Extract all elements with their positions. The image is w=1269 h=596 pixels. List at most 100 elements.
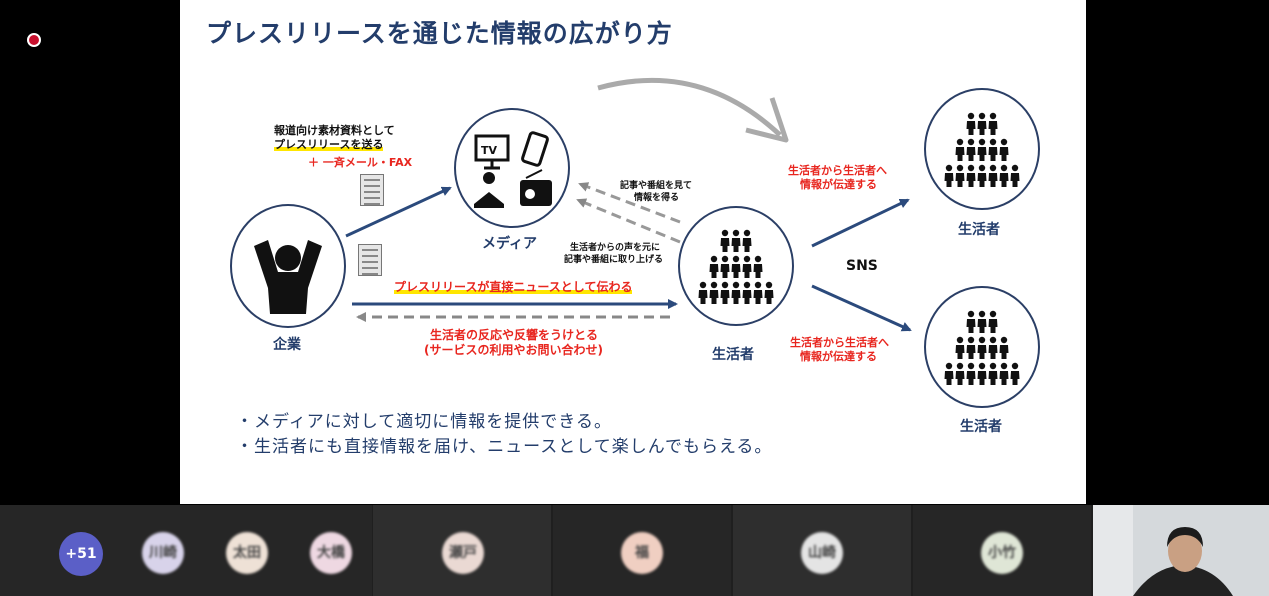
tv-icon-label: TV [481, 144, 498, 157]
participant-avatar[interactable]: 山崎 [801, 532, 843, 574]
person-icon [999, 138, 1009, 161]
note-press-line2: プレスリリースを送る [274, 138, 384, 151]
person-icon [742, 281, 752, 304]
recording-indicator-icon [27, 33, 41, 47]
person-icon [977, 138, 987, 161]
person-icon [988, 138, 998, 161]
person-icon [709, 281, 719, 304]
participant-avatar[interactable]: 福 [621, 532, 663, 574]
note-voice-line1: 生活者からの声を元に [570, 243, 661, 253]
consumer-bottom-circle [924, 286, 1040, 408]
person-icon [977, 336, 987, 359]
note-voice-line2: 記事や番組に取り上げる [564, 255, 664, 265]
person-icon [988, 164, 998, 187]
person-icon [966, 362, 976, 385]
more-participants-button[interactable]: +51 [59, 532, 103, 576]
person-icon [1010, 362, 1020, 385]
participant-avatar[interactable]: 川崎 [142, 532, 184, 574]
note-spread-bottom-line1: 生活者から生活者へ [790, 336, 889, 349]
label-consumer: 生活者 [712, 347, 754, 363]
consumer-circle [678, 206, 794, 326]
note-reaction-line1: 生活者の反応や反響をうけとる [430, 328, 599, 342]
presenter-video-figure [1093, 505, 1269, 596]
person-icon [966, 112, 976, 135]
note-reaction-line2: (サービスの利用やお問い合わせ) [424, 343, 603, 357]
company-circle [230, 204, 346, 328]
person-icon [720, 281, 730, 304]
person-icon [698, 281, 708, 304]
person-icon [944, 164, 954, 187]
company-person-icon [254, 240, 322, 314]
person-icon [709, 255, 719, 278]
person-icon [955, 336, 965, 359]
person-icon [977, 112, 987, 135]
note-direct-news: プレスリリースが直接ニュースとして伝わる [394, 280, 633, 294]
note-see-media-line1: 記事や番組を見て [620, 181, 693, 191]
label-sns: SNS [846, 258, 878, 274]
person-icon [999, 164, 1009, 187]
person-icon [988, 112, 998, 135]
self-video-tile[interactable] [1093, 505, 1269, 596]
curved-flow-arrowhead [745, 97, 789, 143]
bullet-2: ・生活者にも直接情報を届け、ニュースとして楽しんでもらえる。 [236, 437, 773, 457]
arrow-company-to-media [345, 186, 452, 238]
slide-title: プレスリリースを通じた情報の広がり方 [206, 19, 673, 48]
person-icon [753, 281, 763, 304]
person-icon [720, 255, 730, 278]
note-press-extra: ＋ 一斉メール・FAX [308, 156, 413, 169]
person-icon [731, 281, 741, 304]
label-consumer-bottom: 生活者 [960, 419, 1002, 435]
person-icon [955, 362, 965, 385]
person-icon [955, 138, 965, 161]
person-icon [742, 229, 752, 252]
arrow-consumer-to-top [811, 198, 910, 248]
person-icon [999, 336, 1009, 359]
person-icon [720, 229, 730, 252]
media-icons: TV [474, 131, 552, 208]
person-icon [966, 164, 976, 187]
participants-bar: +51 川崎 太田 大橋 瀬戸 福 山崎 小竹 [0, 505, 1269, 596]
label-company: 企業 [273, 337, 301, 353]
consumer-crowd-icon [698, 229, 774, 304]
document-icon [358, 244, 382, 276]
person-icon [988, 310, 998, 333]
note-see-media-line2: 情報を得る [634, 193, 680, 203]
diagram-arrows [345, 77, 912, 332]
person-icon [764, 281, 774, 304]
person-icon [988, 336, 998, 359]
consumer-bottom-crowd-icon [944, 310, 1020, 385]
person-icon [977, 362, 987, 385]
shared-slide: プレスリリースを通じた情報の広がり方 企業 [180, 0, 1086, 504]
participant-avatar[interactable]: 小竹 [981, 532, 1023, 574]
note-press-line1: 報道向け素材資料として [274, 124, 395, 137]
person-icon [944, 362, 954, 385]
consumer-top-crowd-icon [944, 112, 1020, 187]
person-icon [999, 362, 1009, 385]
person-icon [966, 310, 976, 333]
participant-avatar[interactable]: 瀬戸 [442, 532, 484, 574]
consumer-top-circle [924, 88, 1040, 210]
curved-flow-arrow [597, 77, 782, 137]
person-icon [988, 362, 998, 385]
label-consumer-top: 生活者 [958, 222, 1000, 238]
person-icon [731, 255, 741, 278]
person-icon [742, 255, 752, 278]
note-spread-bottom-line2: 情報が伝達する [800, 350, 877, 363]
person-icon [731, 229, 741, 252]
person-icon [753, 255, 763, 278]
person-icon [966, 336, 976, 359]
participant-avatar[interactable]: 太田 [226, 532, 268, 574]
label-media: メディア [482, 236, 538, 252]
person-icon [977, 164, 987, 187]
document-icon [360, 174, 384, 206]
arrow-consumer-to-media-2 [576, 198, 681, 244]
arrow-consumer-to-bottom [811, 284, 912, 332]
note-spread-top-line2: 情報が伝達する [800, 178, 877, 191]
person-icon [966, 138, 976, 161]
participant-avatar[interactable]: 大橋 [310, 532, 352, 574]
arrow-consumer-to-media-1 [578, 182, 681, 224]
note-spread-top-line1: 生活者から生活者へ [788, 164, 887, 177]
person-icon [977, 310, 987, 333]
person-icon [955, 164, 965, 187]
media-circle: TV [454, 108, 570, 228]
